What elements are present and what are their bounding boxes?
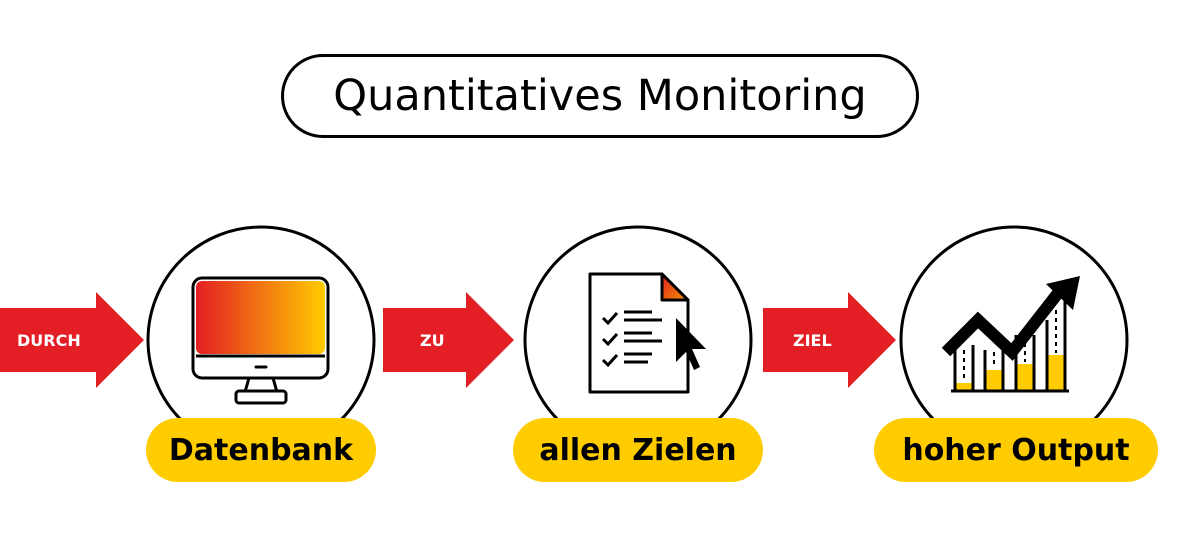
step-label-allen-zielen: allen Zielen: [513, 418, 763, 482]
step-label-hoher-output: hoher Output: [874, 418, 1158, 482]
arrow-durch: [0, 292, 144, 388]
step-label-text: allen Zielen: [539, 432, 737, 468]
step-label-datenbank: Datenbank: [146, 418, 376, 482]
growth-chart-icon: [941, 276, 1080, 393]
monitor-icon: [191, 276, 330, 405]
arrow-label-zu: ZU: [420, 330, 445, 350]
arrow-label-ziel: ZIEL: [793, 330, 832, 350]
step-label-text: hoher Output: [902, 432, 1130, 468]
checklist-document-icon: [588, 272, 706, 394]
page-title: Quantitatives Monitoring: [333, 71, 867, 121]
title-pill: Quantitatives Monitoring: [281, 54, 919, 138]
arrow-zu: [383, 292, 514, 388]
arrow-ziel: [763, 292, 896, 388]
arrow-label-durch: DURCH: [17, 330, 81, 350]
step-label-text: Datenbank: [168, 432, 354, 468]
